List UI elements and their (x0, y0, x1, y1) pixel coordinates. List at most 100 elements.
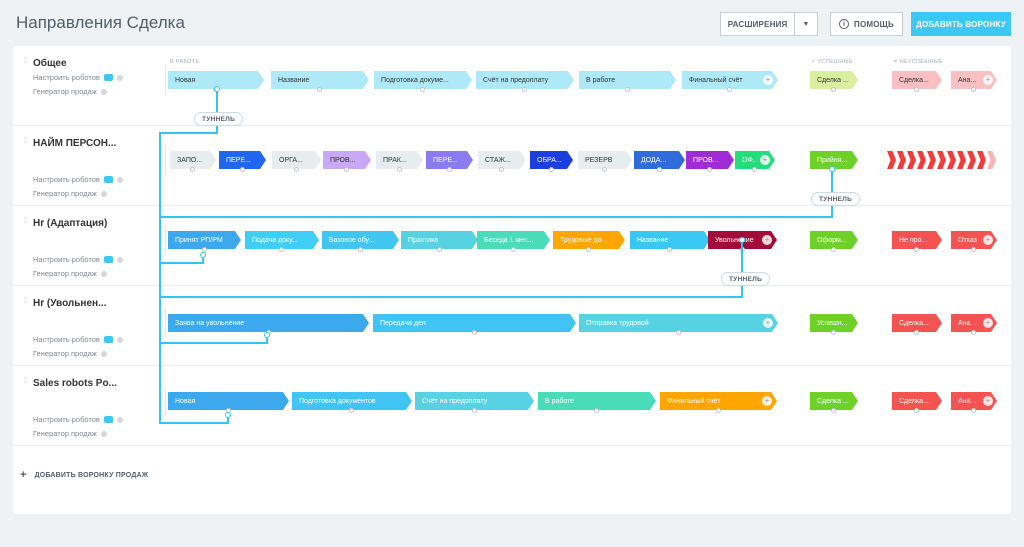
hint-icon[interactable] (100, 270, 107, 277)
stage-connector-dot[interactable] (396, 167, 402, 172)
tunnel-node[interactable] (214, 86, 220, 92)
stage[interactable]: Отправка трудовой (579, 314, 778, 332)
drag-handle-icon[interactable]: ⁞ (24, 376, 27, 385)
sales-generator-link[interactable]: Генератор продаж (33, 87, 107, 96)
stage-connector-dot[interactable] (914, 247, 919, 252)
stage[interactable]: Финальный счёт (660, 392, 777, 410)
caret-down-icon[interactable]: ▼ (802, 20, 810, 28)
sales-generator-link[interactable]: Генератор продаж (33, 349, 107, 358)
add-stage-icon[interactable]: + (762, 396, 772, 406)
success-stage[interactable]: Прийня... (810, 151, 858, 169)
stage[interactable]: ПЕРЕ... (426, 151, 473, 169)
tunnel-node[interactable] (264, 332, 270, 338)
configure-robots-link[interactable]: Настроить роботов (33, 335, 123, 344)
stage[interactable]: В работе (579, 71, 676, 89)
fail-stage-chevron[interactable] (957, 151, 966, 169)
stage-connector-dot[interactable] (602, 167, 607, 172)
drag-handle-icon[interactable]: ⁞ (24, 296, 27, 305)
stage[interactable]: Принят РП/РМ (168, 231, 241, 249)
stage[interactable]: СТАЖ... (478, 151, 526, 169)
funnel-name[interactable]: Sales robots Po... (33, 378, 117, 389)
hint-icon[interactable] (100, 350, 107, 357)
stage[interactable]: Базовое обу... (322, 231, 399, 249)
stage[interactable]: Счёт на предоплату (476, 71, 574, 89)
stage-connector-dot[interactable] (727, 87, 732, 92)
stage-connector-dot[interactable] (471, 408, 477, 413)
sales-generator-link[interactable]: Генератор продаж (33, 189, 107, 198)
stage[interactable]: Заява на увольнение (168, 314, 369, 332)
drag-handle-icon[interactable]: ⁞ (24, 216, 27, 225)
hint-icon[interactable] (100, 88, 107, 95)
tunnel-badge[interactable]: ТУННЕЛЬ (194, 112, 244, 126)
funnel-name[interactable]: Hr (Увольнен... (33, 298, 107, 309)
stage-connector-dot[interactable] (293, 167, 299, 172)
tunnel-node[interactable] (225, 412, 231, 418)
stage-connector-dot[interactable] (239, 167, 245, 172)
hint-icon[interactable] (116, 416, 123, 423)
stage[interactable]: Новая (168, 392, 289, 410)
stage[interactable]: Счёт на предоплату (415, 392, 534, 410)
stage-connector-dot[interactable] (420, 87, 425, 92)
fail-stage-chevron[interactable] (947, 151, 956, 169)
stage-connector-dot[interactable] (914, 408, 919, 413)
stage-connector-dot[interactable] (510, 247, 516, 252)
add-funnel-button[interactable]: ДОБАВИТЬ ВОРОНКУ (911, 12, 1011, 36)
stage-connector-dot[interactable] (831, 247, 836, 252)
stage[interactable]: Подготовка документов (292, 392, 412, 410)
success-stage[interactable]: Сделка ... (810, 392, 858, 410)
stage[interactable]: Подготовка докуме... (374, 71, 472, 89)
stage-connector-dot[interactable] (831, 408, 836, 413)
stage[interactable]: Новая (168, 71, 264, 89)
stage[interactable]: Беседа 1 мес... (477, 231, 550, 249)
extensions-button[interactable]: РАСШИРЕНИЯ ▼ (720, 12, 818, 36)
fail-stage-chevron[interactable] (917, 151, 926, 169)
configure-robots-link[interactable]: Настроить роботов (33, 175, 123, 184)
hint-icon[interactable] (116, 256, 123, 263)
fail-stage[interactable]: Не про... (892, 231, 942, 249)
fail-stage[interactable]: Сделка... (892, 314, 942, 332)
fail-stage-chevron[interactable] (967, 151, 976, 169)
configure-robots-link[interactable]: Настроить роботов (33, 255, 123, 264)
stage-connector-dot[interactable] (971, 87, 976, 92)
stage[interactable]: Название (630, 231, 710, 249)
stage-connector-dot[interactable] (344, 167, 349, 172)
stage-connector-dot[interactable] (914, 330, 919, 335)
hint-icon[interactable] (116, 336, 123, 343)
fail-stage-chevron[interactable] (977, 151, 986, 169)
stage-connector-dot[interactable] (548, 167, 554, 172)
stage-connector-dot[interactable] (831, 87, 836, 92)
stage[interactable]: ОБРА... (530, 151, 573, 169)
add-fail-stage-icon[interactable]: + (983, 235, 993, 245)
stage[interactable]: ОРГА... (272, 151, 321, 169)
add-fail-stage-icon[interactable]: + (983, 396, 993, 406)
add-stage-icon[interactable]: + (763, 318, 773, 328)
stage[interactable]: ПРАК... (376, 151, 423, 169)
tunnel-badge[interactable]: ТУННЕЛЬ (721, 272, 771, 286)
stage-connector-dot[interactable] (499, 167, 504, 172)
stage-connector-dot[interactable] (471, 330, 477, 335)
fail-stage-chevron[interactable] (887, 151, 896, 169)
stage[interactable]: РЕЗЕРВ (578, 151, 632, 169)
stage[interactable]: Финальный счёт (682, 71, 778, 89)
configure-robots-link[interactable]: Настроить роботов (33, 415, 123, 424)
stage-connector-dot[interactable] (624, 87, 630, 92)
stage-connector-dot[interactable] (667, 247, 672, 252)
fail-stage-chevron[interactable] (937, 151, 946, 169)
stage-connector-dot[interactable] (675, 330, 681, 335)
fail-stage[interactable]: Сделка... (892, 71, 942, 89)
stage-connector-dot[interactable] (279, 247, 284, 252)
stage-connector-dot[interactable] (436, 247, 442, 252)
add-stage-icon[interactable]: + (762, 235, 772, 245)
stage-connector-dot[interactable] (201, 247, 207, 252)
add-sales-funnel-button[interactable]: + ДОБАВИТЬ ВОРОНКУ ПРОДАЖ (20, 469, 148, 481)
stage[interactable]: Трудовые до... (553, 231, 625, 249)
configure-robots-link[interactable]: Настроить роботов (33, 73, 123, 82)
stage-connector-dot[interactable] (971, 408, 976, 413)
stage[interactable]: ЗАПО... (170, 151, 216, 169)
tunnel-node[interactable] (829, 166, 835, 172)
stage[interactable]: Передача дел (373, 314, 576, 332)
hint-icon[interactable] (116, 176, 123, 183)
stage-connector-dot[interactable] (522, 87, 527, 92)
success-stage[interactable]: Успешн... (810, 314, 858, 332)
fail-stage-chevron[interactable] (987, 151, 996, 169)
